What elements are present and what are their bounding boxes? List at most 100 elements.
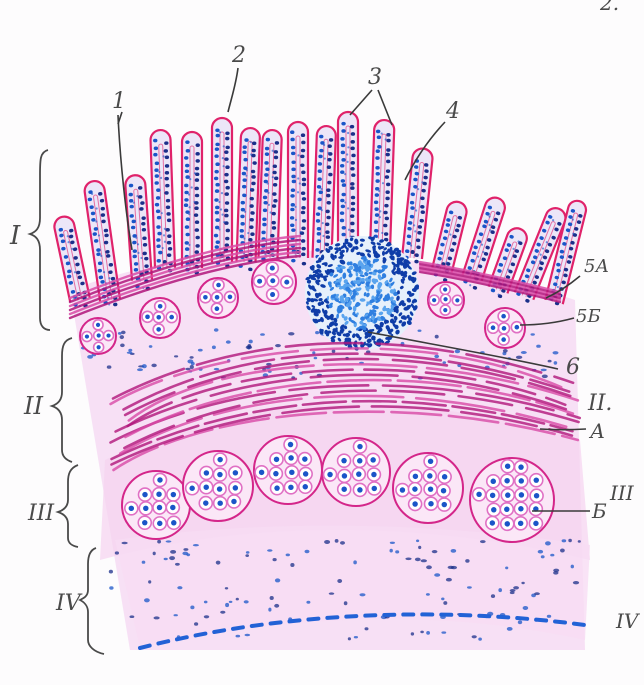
nucleus-dot bbox=[426, 593, 430, 596]
nucleus-dot bbox=[229, 601, 233, 603]
nucleus-dot bbox=[170, 550, 176, 554]
nucleus-dot bbox=[465, 559, 469, 563]
nucleus-dot bbox=[305, 550, 310, 553]
nucleus-dot bbox=[365, 627, 369, 630]
layer-label-II: II bbox=[23, 392, 43, 420]
nucleus-dot bbox=[245, 634, 251, 636]
nucleus-dot bbox=[122, 542, 128, 545]
nucleus-dot bbox=[491, 594, 495, 598]
nucleus-dot bbox=[426, 631, 430, 635]
muscle-bundle bbox=[470, 458, 554, 542]
layer-label-IV-right: IV bbox=[615, 609, 641, 633]
nucleus-dot bbox=[244, 600, 249, 603]
nucleus-dot bbox=[120, 344, 125, 348]
nucleus-dot bbox=[109, 586, 113, 589]
nucleus-dot bbox=[198, 349, 203, 352]
nucleus-dot bbox=[516, 356, 522, 359]
nucleus-dot bbox=[245, 554, 249, 557]
nucleus-dot bbox=[194, 622, 198, 626]
nucleus-dot bbox=[225, 603, 229, 607]
nucleus-dot bbox=[275, 344, 281, 347]
nucleus-dot bbox=[571, 565, 574, 569]
label-1: 1 bbox=[112, 89, 126, 114]
follicle-cell bbox=[361, 257, 366, 260]
nucleus-dot bbox=[415, 558, 421, 562]
villus bbox=[370, 120, 395, 256]
nucleus-dot bbox=[220, 611, 225, 614]
nucleus-dot bbox=[267, 549, 272, 552]
nucleus-dot bbox=[353, 560, 357, 564]
label-B: Б bbox=[591, 499, 607, 523]
nucleus-dot bbox=[434, 355, 439, 358]
nucleus-dot bbox=[478, 638, 482, 641]
villus bbox=[150, 130, 175, 273]
nucleus-dot bbox=[498, 588, 502, 592]
layer-label-I: I bbox=[9, 221, 21, 251]
nucleus-dot bbox=[121, 331, 126, 335]
nucleus-dot bbox=[120, 335, 124, 339]
nucleus-dot bbox=[411, 632, 414, 635]
nucleus-dot bbox=[542, 375, 548, 379]
nucleus-dot bbox=[226, 340, 231, 343]
nucleus-dot bbox=[562, 539, 567, 542]
nucleus-dot bbox=[340, 541, 345, 545]
nucleus-dot bbox=[169, 556, 175, 560]
label-4: 4 bbox=[445, 99, 460, 124]
nucleus-dot bbox=[118, 332, 122, 335]
nucleus-dot bbox=[187, 359, 193, 363]
nucleus-dot bbox=[214, 368, 219, 370]
label-5B: 5Б bbox=[576, 306, 601, 327]
nucleus-dot bbox=[521, 582, 524, 584]
nucleus-dot bbox=[441, 598, 444, 601]
nucleus-dot bbox=[275, 578, 280, 582]
nucleus-dot bbox=[434, 573, 440, 577]
nucleus-dot bbox=[550, 554, 554, 557]
nucleus-dot bbox=[541, 555, 545, 558]
nucleus-dot bbox=[225, 587, 228, 589]
nucleus-dot bbox=[534, 592, 540, 595]
nucleus-dot bbox=[212, 346, 216, 350]
nucleus-dot bbox=[426, 565, 432, 569]
nucleus-dot bbox=[360, 593, 366, 596]
muscle-bundle bbox=[183, 451, 253, 521]
nucleus-dot bbox=[348, 637, 351, 640]
nucleus-dot bbox=[315, 331, 319, 334]
nucleus-dot bbox=[523, 606, 529, 610]
nucleus-dot bbox=[174, 614, 178, 616]
nucleus-dot bbox=[151, 364, 156, 368]
nucleus-dot bbox=[148, 580, 151, 583]
nucleus-dot bbox=[418, 330, 422, 332]
nucleus-dot bbox=[455, 350, 460, 354]
nucleus-dot bbox=[578, 540, 581, 543]
villus bbox=[212, 118, 232, 268]
nucleus-dot bbox=[441, 631, 446, 633]
nucleus-dot bbox=[193, 544, 199, 546]
nucleus-dot bbox=[175, 563, 180, 566]
nucleus-dot bbox=[274, 604, 279, 608]
villus bbox=[402, 148, 434, 264]
nucleus-dot bbox=[128, 349, 132, 352]
nucleus-dot bbox=[157, 540, 161, 544]
nucleus-dot bbox=[507, 627, 513, 631]
nucleus-dot bbox=[166, 540, 172, 542]
nucleus-dot bbox=[329, 592, 334, 594]
nucleus-dot bbox=[518, 620, 522, 624]
layer-label-III: III bbox=[27, 501, 55, 526]
crypt-bundle bbox=[80, 318, 116, 354]
nucleus-dot bbox=[513, 586, 519, 589]
nucleus-dot bbox=[344, 601, 348, 605]
label-2: 2 bbox=[231, 43, 246, 68]
nucleus-dot bbox=[236, 635, 241, 638]
nucleus-dot bbox=[337, 579, 342, 583]
nucleus-dot bbox=[467, 586, 472, 588]
villus bbox=[182, 132, 202, 274]
muscle-bundle bbox=[322, 438, 390, 506]
label-3: 3 bbox=[368, 65, 382, 90]
nucleus-dot bbox=[137, 368, 143, 371]
nucleus-dot bbox=[435, 335, 439, 339]
nucleus-dot bbox=[536, 345, 541, 348]
nucleus-dot bbox=[573, 581, 579, 584]
muscle-bundle bbox=[122, 471, 190, 539]
villus bbox=[312, 126, 336, 262]
villus bbox=[338, 112, 358, 253]
